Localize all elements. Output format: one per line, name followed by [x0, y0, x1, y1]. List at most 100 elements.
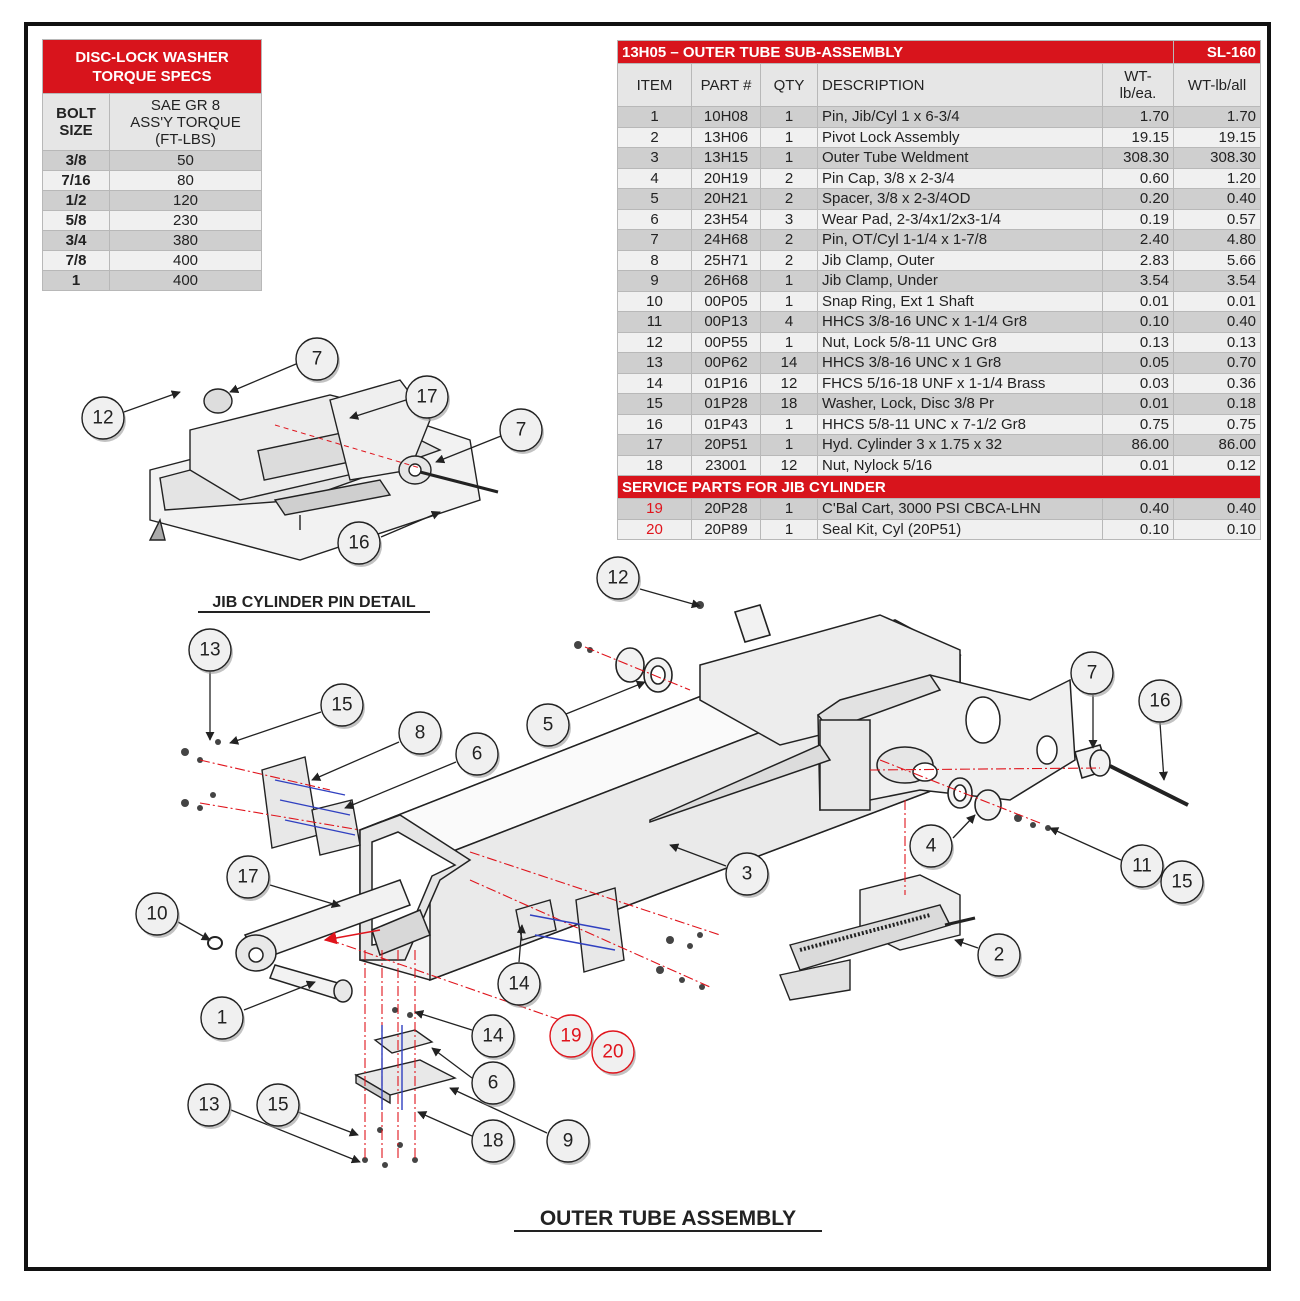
callout-17: 17	[405, 375, 450, 421]
description: Pin, Jib/Cyl 1 x 6-3/4	[817, 106, 1103, 128]
item-number: 20	[617, 518, 692, 540]
callout-label: 19	[560, 1026, 581, 1047]
weight-all: 0.10	[1173, 518, 1262, 540]
quantity: 12	[760, 454, 818, 476]
callout-circle	[81, 396, 125, 440]
item-number: 14	[617, 372, 692, 394]
weight-all: 19.15	[1173, 126, 1262, 148]
bolt-size: 3/8	[42, 150, 110, 171]
snap-ring	[207, 936, 223, 950]
part-number: 10H08	[691, 106, 761, 128]
quantity: 1	[760, 290, 818, 312]
callout-5: 5	[526, 703, 571, 749]
part-number: 20P28	[691, 498, 761, 520]
callout-circle	[200, 996, 244, 1040]
description: Seal Kit, Cyl (20P51)	[817, 518, 1103, 540]
detail-leader-lines	[123, 363, 502, 538]
callout-12: 12	[596, 556, 641, 602]
callout-16: 16	[337, 521, 382, 567]
part-number: 25H71	[691, 249, 761, 271]
main-leader-lines	[177, 588, 1168, 1164]
callout-label: 16	[1149, 691, 1170, 712]
torque-value: 380	[109, 230, 262, 251]
item-number: 13	[617, 352, 692, 374]
callout-bubbles: 1271771612571613158634111521710141192014…	[81, 337, 1205, 1165]
item-number: 8	[617, 249, 692, 271]
weight-each: 0.13	[1101, 331, 1175, 353]
callout-circle	[471, 1061, 515, 1105]
quantity: 1	[760, 498, 818, 520]
callout-11: 11	[1120, 844, 1165, 890]
weight-each: 0.10	[1101, 311, 1175, 333]
callout-15: 15	[1160, 860, 1205, 906]
weight-all: 0.18	[1173, 393, 1262, 415]
torque-spec-table: DISC-LOCK WASHER TORQUE SPECS BOLT SIZE …	[42, 39, 262, 291]
weight-all: 308.30	[1173, 147, 1262, 169]
callout-circle	[295, 337, 339, 381]
description: HHCS 3/8-16 UNC x 1-1/4 Gr8	[817, 311, 1103, 333]
torque-title-line2: TORQUE SPECS	[92, 67, 212, 85]
callout-label: 20	[602, 1042, 623, 1063]
callout-circle	[337, 521, 381, 565]
callout-label: 15	[267, 1095, 288, 1116]
quantity: 2	[760, 188, 818, 210]
callout-7: 7	[499, 408, 544, 454]
callout-circle	[226, 855, 270, 899]
weight-all: 86.00	[1173, 434, 1262, 456]
description: Nut, Nylock 5/16	[817, 454, 1103, 476]
weight-each: 0.05	[1101, 352, 1175, 374]
callout-8: 8	[398, 711, 443, 757]
callout-circle	[526, 703, 570, 747]
item-number: 9	[617, 270, 692, 292]
part-number: 23H54	[691, 208, 761, 230]
col-qty: QTY	[760, 63, 818, 107]
callout-20: 20	[591, 1030, 636, 1076]
weight-each: 0.20	[1101, 188, 1175, 210]
item-number: 19	[617, 498, 692, 520]
quantity: 1	[760, 270, 818, 292]
callout-2: 2	[977, 933, 1022, 979]
callout-label: 12	[92, 408, 113, 429]
quantity: 1	[760, 413, 818, 435]
weight-all: 4.80	[1173, 229, 1262, 251]
description: Jib Clamp, Under	[817, 270, 1103, 292]
callout-3: 3	[725, 852, 770, 898]
weight-all: 1.20	[1173, 167, 1262, 189]
pivot-lock-assembly	[779, 874, 976, 1001]
callout-label: 3	[742, 864, 753, 885]
description: FHCS 5/16-18 UNF x 1-1/4 Brass	[817, 372, 1103, 394]
jib-clamp-under	[354, 1029, 457, 1105]
quantity: 1	[760, 147, 818, 169]
part-number: 00P05	[691, 290, 761, 312]
bolt-size: 5/8	[42, 210, 110, 231]
description: HHCS 5/8-11 UNC x 7-1/2 Gr8	[817, 413, 1103, 435]
callout-label: 11	[1132, 856, 1152, 877]
callout-label: 12	[607, 568, 628, 589]
callout-circle	[135, 892, 179, 936]
callout-4: 4	[909, 824, 954, 870]
quantity: 1	[760, 331, 818, 353]
callout-15: 15	[256, 1083, 301, 1129]
quantity: 1	[760, 126, 818, 148]
part-number: 13H06	[691, 126, 761, 148]
item-number: 12	[617, 331, 692, 353]
callout-label: 14	[508, 974, 530, 995]
item-number: 6	[617, 208, 692, 230]
quantity: 3	[760, 208, 818, 230]
item-number: 11	[617, 311, 692, 333]
parts-table-title: 13H05 – OUTER TUBE SUB-ASSEMBLY	[616, 40, 1175, 64]
item-number: 5	[617, 188, 692, 210]
description: Hyd. Cylinder 3 x 1.75 x 32	[817, 434, 1103, 456]
